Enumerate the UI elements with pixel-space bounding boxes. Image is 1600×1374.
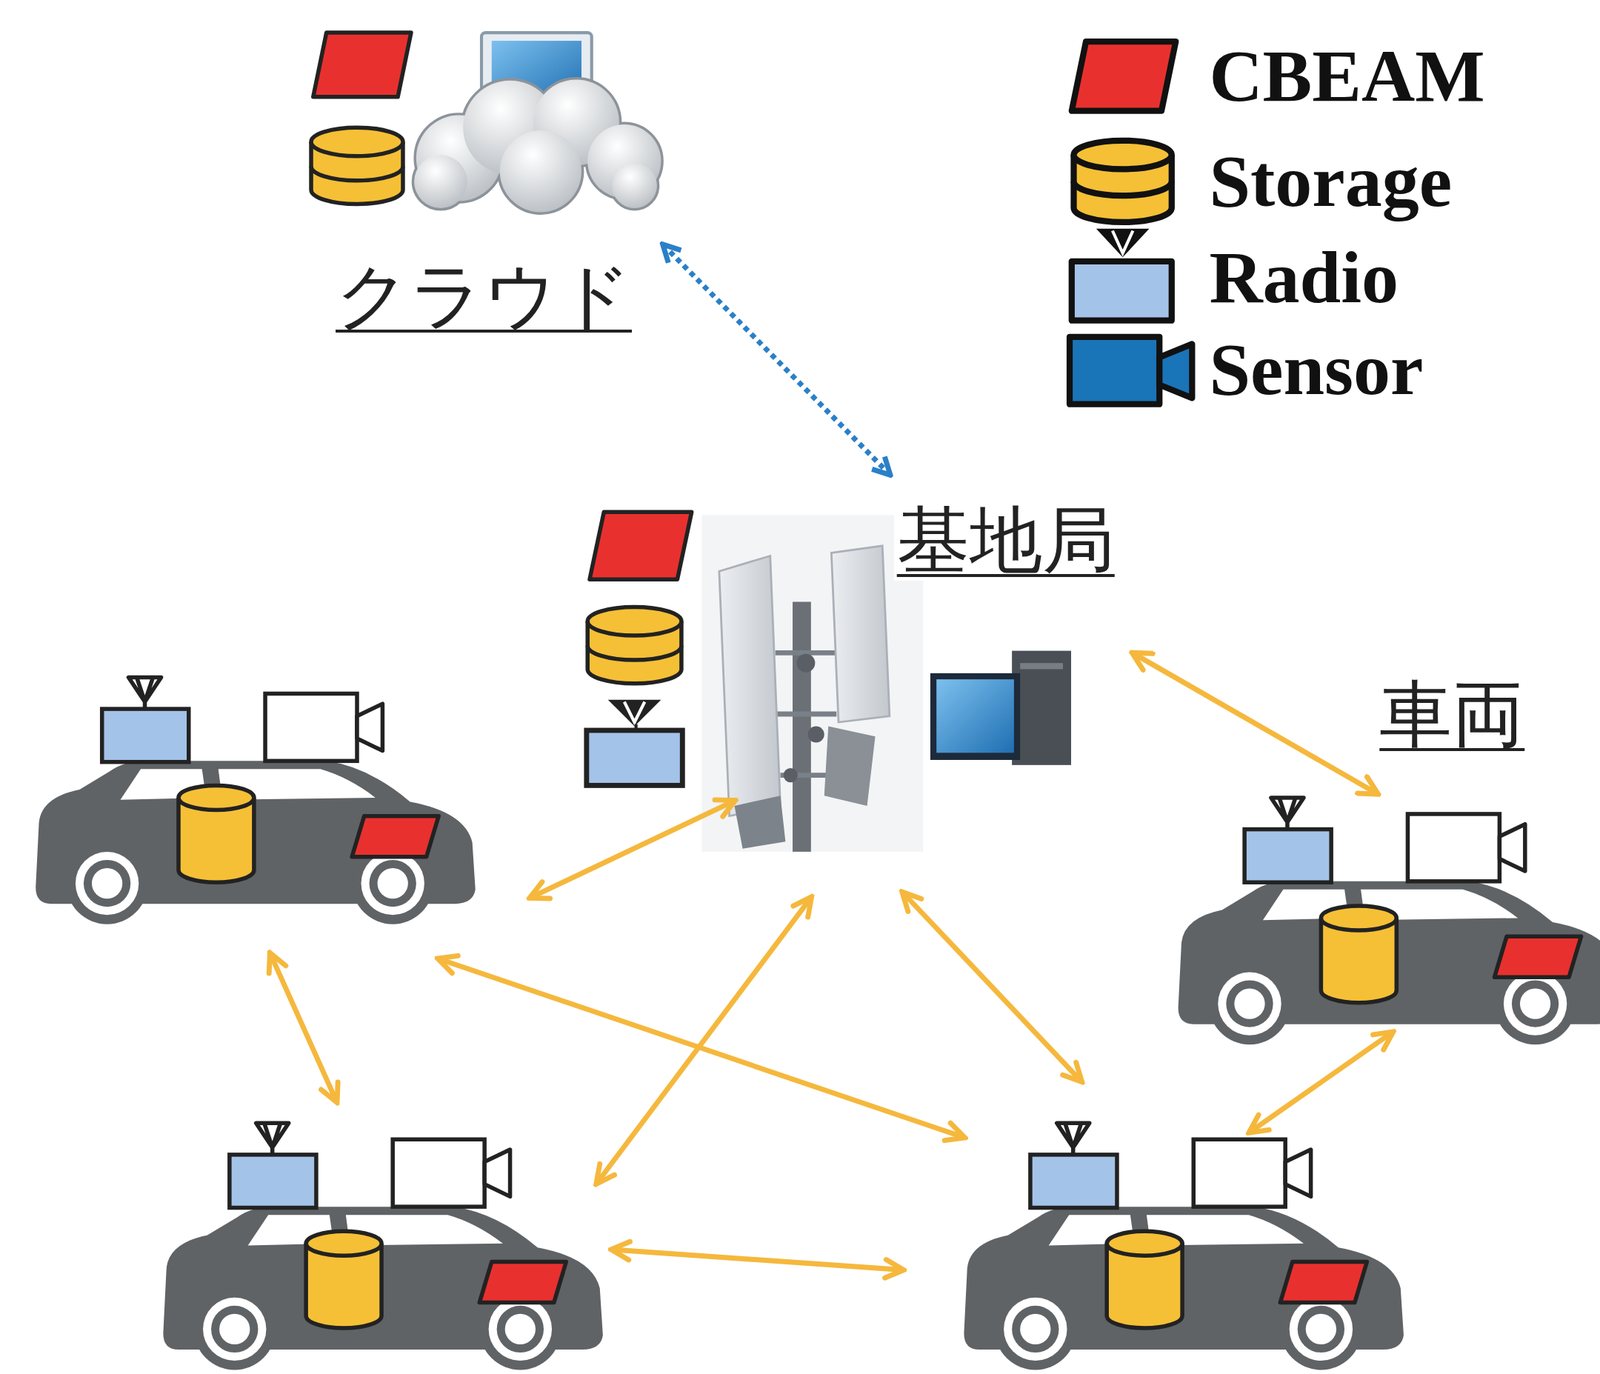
vehicle-icon [963,1122,1404,1370]
cloud-node: クラウド [305,25,663,342]
vehicle-icon [35,677,476,924]
legend-row: CBEAM [1061,25,1338,128]
storage-icon [311,127,403,204]
tower-photo [734,795,786,849]
storage-icon [587,645,682,660]
legend-icon [1061,25,1200,128]
cloud-icon [311,32,661,212]
cloud-outline [414,154,468,209]
cloud-fill [500,130,582,212]
legend-icon [1061,226,1200,329]
tower-photo [792,602,812,852]
tower-photo [824,726,876,806]
storage-icon [311,127,403,157]
legend-swatch [1069,337,1192,405]
vehicle-icon [1178,797,1600,1045]
legend-label: Sensor [1208,318,1423,421]
tower-photo [701,514,923,852]
tower-photo [797,654,816,673]
storage-icon [587,606,682,683]
tower-photo [831,545,889,723]
computer-icon [1011,651,1072,766]
radio-icon [624,701,646,723]
cbeam-icon [313,32,412,98]
computer-icon [930,651,1072,766]
tower-photo [719,556,781,817]
link-arrows [611,1249,903,1271]
cbeam-icon [589,511,692,580]
tower-photo [808,726,825,743]
radio-icon [586,700,683,786]
legend-icon [1061,130,1200,233]
cloud-fill [611,162,658,209]
legend-swatch [1071,261,1172,321]
cloud-outline [414,79,661,212]
tower-photo [783,768,798,783]
base-station-node: 基地局 [581,474,1133,858]
radio-icon [586,730,683,786]
cloud-outline [500,130,582,212]
link-arrows [270,954,338,1103]
legend-label: Storage [1208,130,1452,233]
antenna-symbol [1112,230,1134,253]
legend-icon [1061,318,1200,421]
node-heading: 車両 [1376,674,1528,755]
storage-icon [311,165,403,180]
antenna-symbol [1095,228,1149,258]
link-arrows [270,800,1393,1270]
tower-photo [701,514,923,852]
storage-icon [587,606,682,636]
cloud-fill [414,154,468,209]
link-arrows [1249,1032,1393,1133]
computer-icon [1020,662,1063,669]
computer-icon [936,679,1015,753]
dotted-link-arrow [662,245,890,475]
legend-label: CBEAM [1208,25,1485,128]
legend-row: Storage [1061,130,1305,233]
legend-swatch [1073,140,1172,223]
cloud-fill [414,79,661,212]
node-heading: クラウド [332,256,635,337]
link-arrow [1132,653,1378,795]
node-heading: 基地局 [894,500,1118,581]
link-arrows [902,892,1082,1082]
vehicle-illustration [35,677,1600,1370]
link-arrows [597,897,812,1184]
legend-label: Radio [1208,226,1399,329]
cloud-outline [611,162,658,209]
legend-swatch [1071,41,1176,112]
radio-icon [608,700,662,727]
link-arrows [530,800,735,898]
vehicle-icon [162,1122,603,1370]
computer-icon [930,673,1020,760]
vehicle-node: 車両 [1173,794,1592,1032]
legend-row: Radio [1061,226,1252,329]
legend-row: Sensor [1061,318,1276,421]
